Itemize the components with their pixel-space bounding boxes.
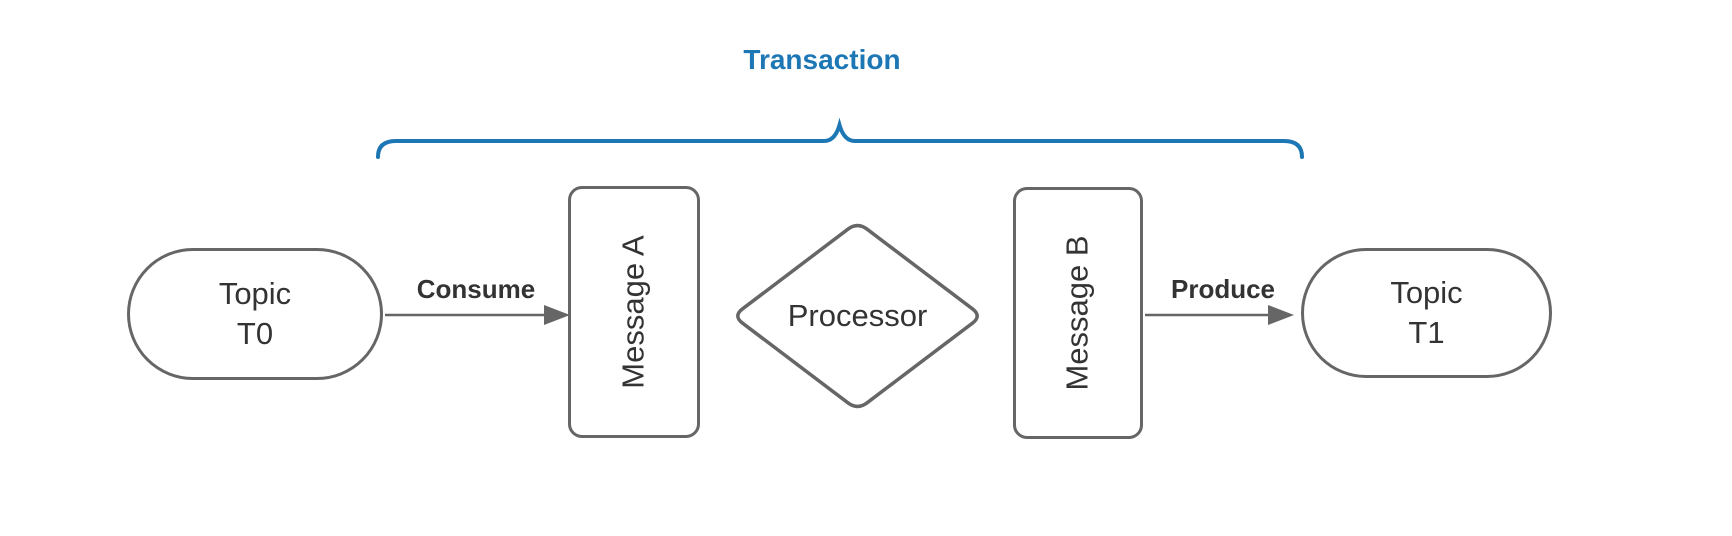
node-message-b: Message B (1013, 187, 1143, 439)
topic-t1-label-line1: Topic (1390, 275, 1463, 310)
node-topic-t1: Topic T1 (1301, 248, 1552, 378)
topic-t0-label-line1: Topic (218, 276, 292, 311)
processor-label: Processor (787, 298, 928, 333)
produce-arrow (1145, 305, 1294, 325)
node-topic-t0: Topic T0 (127, 248, 383, 380)
message-a-label: Message A (616, 235, 651, 389)
processor-diamond (736, 223, 979, 409)
transaction-title: Transaction (743, 44, 901, 75)
consume-edge-label: Consume (416, 274, 536, 304)
consume-arrow (385, 305, 570, 325)
message-b-label: Message B (1060, 235, 1096, 391)
topic-t0-label-line2: T0 (236, 316, 274, 351)
topic-t1-label-line2: T1 (1408, 315, 1445, 350)
topic-t1-label: Topic T1 (1390, 273, 1462, 353)
produce-edge-label: Produce (1170, 274, 1276, 304)
transaction-brace (376, 117, 1304, 159)
node-message-a: Message A (568, 186, 700, 438)
consume-arrowhead (544, 305, 570, 325)
produce-arrowhead (1268, 305, 1294, 325)
topic-t0-label: Topic T0 (219, 274, 291, 354)
